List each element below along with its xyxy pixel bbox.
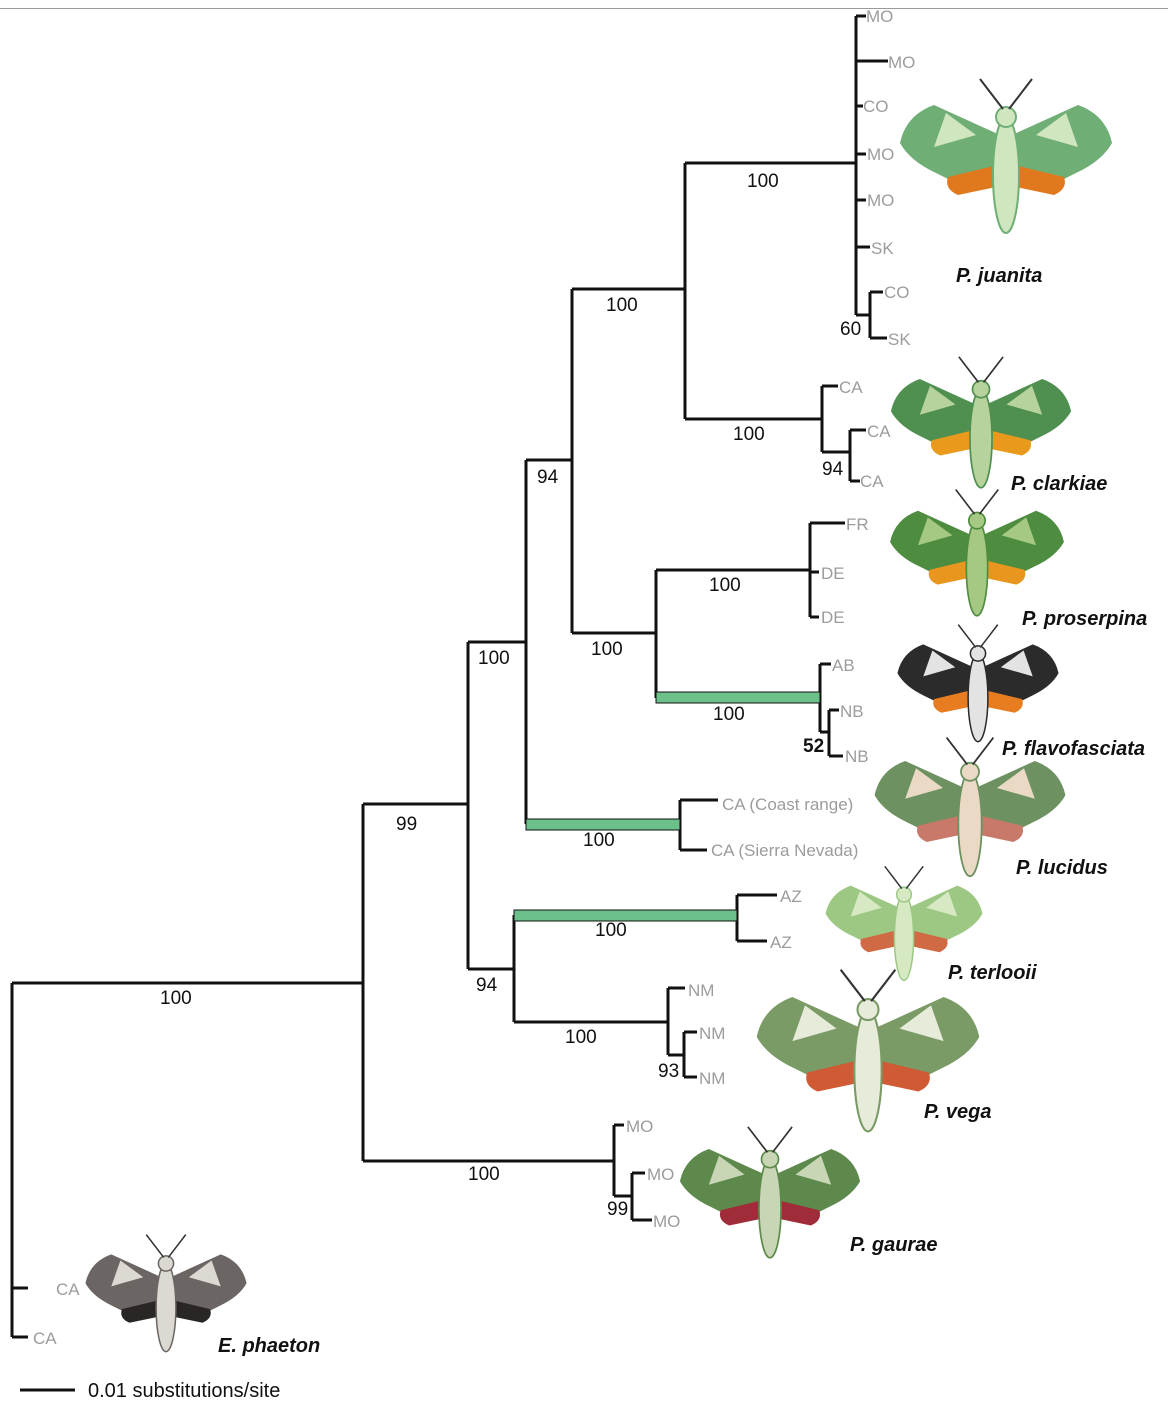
support-value: 100	[747, 171, 779, 192]
support-value: 52	[803, 736, 824, 757]
tip-label: MO	[867, 145, 894, 164]
proserpina-tips: FR DE DE	[821, 515, 869, 627]
support-value: 94	[537, 467, 559, 488]
tip-label: NM	[688, 981, 714, 1000]
species-label-flavofasciata: P. flavofasciata	[1002, 738, 1145, 760]
support-value: 100	[160, 988, 192, 1009]
moth-image-clarkiae	[891, 357, 1071, 488]
species-label-proserpina: P. proserpina	[1022, 608, 1147, 630]
tip-label: CA	[56, 1280, 80, 1299]
tip-label: FR	[846, 515, 869, 534]
scale-bar-label: 0.01 substitutions/site	[88, 1380, 280, 1401]
tip-label: CA	[33, 1329, 57, 1348]
tip-label: DE	[821, 564, 845, 583]
support-value: 94	[822, 459, 844, 480]
tip-label: CA	[867, 422, 891, 441]
species-label-clarkiae: P. clarkiae	[1011, 473, 1107, 495]
species-label-juanita: P. juanita	[956, 265, 1042, 287]
moth-image-juanita	[900, 79, 1112, 233]
tip-label: MO	[866, 7, 893, 26]
support-value: 99	[607, 1199, 628, 1220]
phaeton-tips: CA CA	[33, 1280, 80, 1348]
moth-image-proserpina	[890, 489, 1064, 615]
tip-label: CA	[839, 378, 863, 397]
support-value: 100	[713, 704, 745, 725]
support-value: 100	[709, 575, 741, 596]
tip-label: CO	[884, 283, 910, 302]
tip-label: MO	[647, 1165, 674, 1184]
tip-label: SK	[888, 330, 911, 349]
moth-image-flavofasciata	[897, 625, 1058, 742]
tip-label: MO	[626, 1117, 653, 1136]
support-value: 94	[476, 975, 498, 996]
tip-label: CO	[863, 97, 889, 116]
support-value: 99	[396, 814, 417, 835]
species-label-lucidus: P. lucidus	[1016, 857, 1108, 879]
support-value: 93	[658, 1061, 679, 1082]
species-label-gaurae: P. gaurae	[850, 1234, 937, 1256]
support-value: 100	[606, 295, 638, 316]
support-value: 60	[840, 319, 861, 340]
tip-label: MO	[653, 1212, 680, 1231]
tip-label: CA (Coast range)	[722, 795, 853, 814]
tip-label: AB	[832, 656, 855, 675]
tip-label: SK	[871, 239, 894, 258]
species-label-phaeton: E. phaeton	[218, 1335, 320, 1357]
tip-label: NM	[699, 1024, 725, 1043]
tip-label: AZ	[770, 933, 792, 952]
support-value: 100	[583, 830, 615, 851]
species-label-vega: P. vega	[924, 1101, 991, 1123]
support-value: 100	[478, 648, 510, 669]
support-value: 100	[595, 920, 627, 941]
tip-label: NM	[699, 1069, 725, 1088]
clarkiae-tips: CA CA CA	[839, 378, 891, 491]
tip-label: CA (Sierra Nevada)	[711, 841, 858, 860]
tip-label: MO	[867, 191, 894, 210]
tip-label: NB	[840, 702, 864, 721]
tip-label: NB	[845, 747, 869, 766]
support-value: 100	[565, 1027, 597, 1048]
terlooii-tips: AZ AZ	[770, 887, 802, 952]
vega-tips: NM NM NM	[688, 981, 725, 1088]
support-value: 100	[468, 1164, 500, 1185]
lucidus-tips: CA (Coast range) CA (Sierra Nevada)	[711, 795, 858, 860]
tip-label: MO	[888, 53, 915, 72]
tip-label: AZ	[780, 887, 802, 906]
moth-image-gaurae	[680, 1127, 860, 1258]
tip-label: DE	[821, 608, 845, 627]
tip-label: CA	[860, 472, 884, 491]
support-value: 100	[733, 424, 765, 445]
support-value: 100	[591, 639, 623, 660]
species-label-terlooii: P. terlooii	[948, 962, 1037, 984]
